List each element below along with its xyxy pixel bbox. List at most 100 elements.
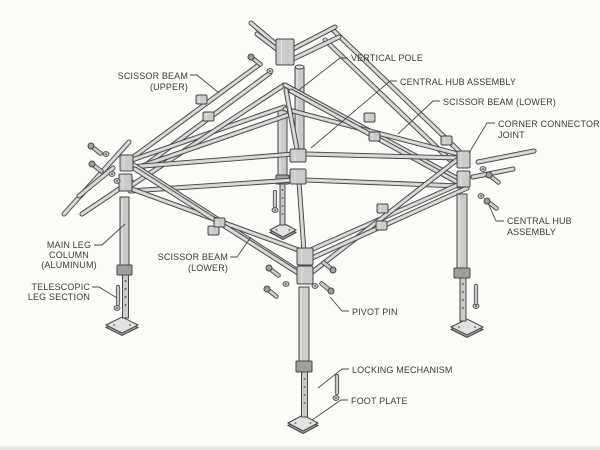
nut [480, 195, 482, 197]
label-scissor-beam-lower-left: SCISSOR BEAM (LOWER) [158, 252, 228, 273]
pivot-pin-bolt [327, 287, 335, 295]
adjustment-hole [303, 378, 306, 380]
peak-bracket [275, 38, 295, 66]
scissor-beam-lower [135, 113, 292, 169]
central-hub-assembly [289, 148, 307, 163]
label-line: PIVOT PIN [352, 307, 398, 317]
peak-beam [288, 26, 336, 52]
leader-foot-plate [311, 399, 348, 421]
label-line: SCISSOR BEAM [158, 252, 228, 262]
scissor-beam-upper [477, 150, 535, 163]
nut [116, 180, 118, 182]
corner-connector-joint [456, 170, 471, 188]
pivot-pin-bolt [483, 197, 491, 205]
adjustment-hole [462, 299, 464, 301]
pivot-sleeve [207, 225, 220, 236]
label-line: (ALUMINUM) [41, 260, 97, 270]
label-line: VERTICAL POLE [351, 53, 423, 63]
leader-lines-layer [92, 57, 504, 421]
foot-plate [275, 229, 278, 231]
label-vertical-pole: VERTICAL POLE [351, 53, 423, 63]
label-line: FOOT PLATE [351, 396, 408, 406]
pivot-pin-bolt [263, 285, 271, 293]
label-foot-plate: FOOT PLATE [351, 396, 408, 406]
label-scissor-beam-lower-right: SCISSOR BEAM (LOWER) [443, 97, 556, 107]
nut [116, 307, 118, 309]
legs-layer [104, 193, 485, 435]
label-line: SCISSOR BEAM [118, 71, 188, 81]
label-locking-mechanism: LOCKING MECHANISM [352, 365, 453, 375]
label-line: CENTRAL HUB [507, 216, 572, 226]
nut [285, 283, 287, 285]
label-line: CORNER CONNECTOR [498, 119, 600, 129]
scissor-beam-lower [129, 153, 295, 168]
pivot-pin-bolt [87, 142, 95, 150]
adjustment-hole [303, 394, 306, 396]
nut [314, 285, 316, 287]
leader-central-hub-assembly [310, 80, 397, 149]
label-line: TELESCOPIC [31, 282, 90, 292]
label-line: LOCKING MECHANISM [352, 365, 453, 375]
corner-connector-joint [296, 247, 314, 266]
scissor-beam-upper [78, 167, 114, 197]
locking-mechanism [453, 267, 471, 279]
central-hub-assembly [289, 168, 307, 185]
scissor-beam-lower [298, 181, 305, 253]
corner-connector-joint [456, 150, 471, 169]
foot-plate [268, 222, 298, 238]
label-line: (LOWER) [188, 263, 228, 273]
label-telescopic-leg-section: TELESCOPIC LEG SECTION [28, 282, 90, 302]
pivot-pin-bolt [329, 266, 337, 274]
label-line: SCISSOR BEAM (LOWER) [443, 97, 556, 107]
adjustment-hole [281, 205, 284, 207]
label-line: MAIN LEG [47, 240, 91, 250]
nut [482, 168, 484, 170]
adjustment-hole [462, 291, 464, 293]
adjustment-hole [124, 288, 127, 290]
label-pivot-pin: PIVOT PIN [352, 307, 398, 317]
leader-telescopic-leg-section [92, 286, 118, 299]
pivot-sleeve [368, 131, 381, 142]
corner-connector-joint [119, 154, 134, 172]
nut [475, 305, 477, 307]
leader-scissor-beam-lower-right [397, 100, 440, 135]
foot-plate [104, 316, 140, 334]
adjustment-hole [462, 307, 464, 309]
foot-plate [113, 324, 115, 326]
scissor-beam-lower [311, 187, 468, 259]
pivot-pin-bolt [485, 171, 493, 179]
pivot-pin-bolt [247, 53, 255, 61]
leader-scissor-beam-upper [190, 74, 220, 94]
label-line: LEG SECTION [28, 292, 90, 302]
adjustment-hole [124, 304, 127, 306]
peak-beam [290, 36, 340, 61]
scissor-beam-lower [285, 89, 298, 151]
pivot-pin-bolt [265, 264, 273, 272]
leader-pivot-pin [329, 296, 349, 312]
pivot-sleeve [363, 112, 376, 123]
foot-plate [458, 326, 460, 328]
label-line: ASSEMBLY [507, 227, 556, 237]
foot-plate [286, 414, 320, 432]
foot-plate [129, 324, 131, 326]
foot-plate [474, 326, 476, 328]
leader-locking-mechanism [317, 368, 349, 389]
adjustment-hole [124, 280, 127, 282]
scissor-beam-upper [324, 39, 451, 161]
corner-connector-joint [118, 173, 133, 192]
adjustment-hole [303, 386, 306, 388]
foot-plate [288, 229, 291, 231]
nut [111, 173, 113, 175]
connector-blocks-layer [118, 94, 471, 285]
leader-central-hub-assembly-right [487, 202, 504, 222]
label-line: CENTRAL HUB ASSEMBLY [400, 77, 516, 87]
foot-plate [294, 422, 297, 424]
foot-plate [449, 318, 485, 336]
scissor-beam-upper [127, 63, 261, 162]
scissor-beam-upper [332, 29, 460, 152]
pivot-sleeve [195, 94, 208, 105]
nut [274, 209, 276, 211]
label-line: JOINT [498, 130, 525, 140]
